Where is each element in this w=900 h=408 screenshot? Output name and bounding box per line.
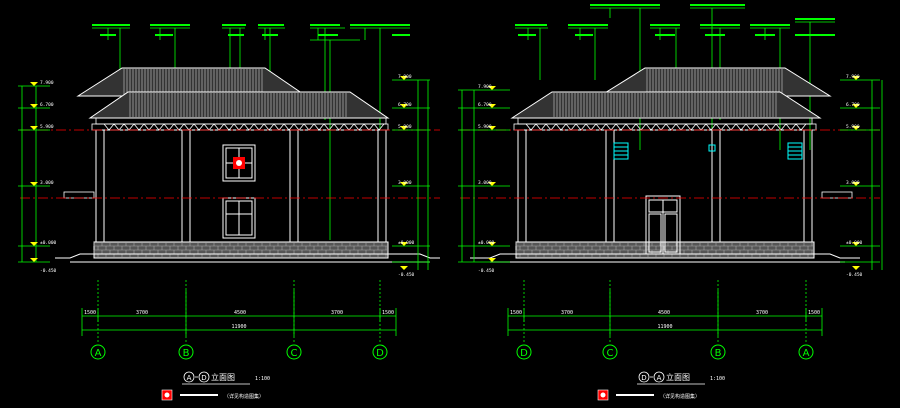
left-r-level-2: 6.700 <box>398 102 412 108</box>
left-r-level-4: 3.000 <box>398 180 412 186</box>
left-level-2: 6.700 <box>40 102 54 108</box>
right-title: D A 立面图 1:100 <box>637 371 725 385</box>
right-r-level-3: 5.900 <box>846 124 860 130</box>
right-lower-roof <box>510 91 822 119</box>
left-leaders <box>92 27 410 240</box>
left-brick-base <box>93 241 389 259</box>
left-level-6: -0.450 <box>40 268 57 274</box>
right-l-level-1: 7.900 <box>478 84 492 90</box>
right-axis-3: B <box>715 348 722 359</box>
left-window-lower <box>222 197 256 239</box>
left-title-axis-a: A <box>187 374 192 382</box>
right-l-level-6: -0.450 <box>478 268 495 274</box>
left-overall-dim: 11900 <box>231 324 246 330</box>
marker-icon <box>233 157 245 169</box>
left-title: A D 立面图 1:100 <box>182 371 270 385</box>
left-title-text: 立面图 <box>211 372 235 382</box>
left-note-marks <box>92 24 410 36</box>
left-axis-lines <box>20 129 440 199</box>
left-level-chain <box>18 79 430 270</box>
left-bay-dim-2: 4500 <box>234 310 246 316</box>
right-axis-4: A <box>803 348 810 359</box>
left-axis-2: B <box>183 348 190 359</box>
right-l-level-4: 3.000 <box>478 180 492 186</box>
left-r-level-6: -0.450 <box>398 272 415 278</box>
right-level-chain <box>458 79 883 270</box>
right-elevation <box>458 4 883 344</box>
left-lower-roof <box>88 91 390 119</box>
right-upper-roof <box>598 67 832 97</box>
left-axis-3: C <box>291 348 298 359</box>
right-bay-dim-2: 4500 <box>658 310 670 316</box>
right-l-level-2: 6.700 <box>478 102 492 108</box>
left-level-5: ±0.000 <box>40 240 57 246</box>
left-legend: （详见构造图集） <box>161 389 264 401</box>
left-elevation <box>18 24 440 344</box>
left-axis-1: A <box>95 348 102 359</box>
right-end-dim-1: 1500 <box>510 310 522 316</box>
left-r-level-3: 5.900 <box>398 124 412 130</box>
right-legend: （详见构造图集） <box>597 389 700 401</box>
left-upper-roof <box>76 67 308 97</box>
right-axis-2: C <box>607 348 614 359</box>
left-dimension-lines <box>81 280 397 344</box>
left-title-axis-b: D <box>201 374 206 382</box>
right-legend-note: （详见构造图集） <box>660 393 700 400</box>
right-level-marks <box>488 76 860 270</box>
right-bay-dim-1: 3700 <box>561 310 573 316</box>
right-scale: 1:100 <box>710 376 725 382</box>
left-window-upper <box>222 144 256 182</box>
left-walls <box>95 129 387 259</box>
left-legend-note: （详见构造图集） <box>224 393 264 400</box>
left-r-level-1: 7.900 <box>398 74 412 80</box>
right-bay-dim-3: 3700 <box>756 310 768 316</box>
right-axis-bubbles <box>516 344 814 360</box>
left-end-dim-1: 1500 <box>84 310 96 316</box>
right-note-marks <box>515 4 835 36</box>
left-bay-dim-1: 3700 <box>136 310 148 316</box>
left-level-1: 7.900 <box>40 80 54 86</box>
right-r-level-2: 6.700 <box>846 102 860 108</box>
left-level-marks <box>30 76 408 270</box>
right-dimension-lines <box>507 280 823 344</box>
left-axis-bubbles <box>90 344 388 360</box>
left-level-3: 5.900 <box>40 124 54 130</box>
right-r-level-1: 7.900 <box>846 74 860 80</box>
right-l-level-5: ±0.000 <box>478 240 495 246</box>
left-scale: 1:100 <box>255 376 270 382</box>
left-bay-dim-3: 3700 <box>331 310 343 316</box>
left-end-dim-2: 1500 <box>382 310 394 316</box>
left-axis-4: D <box>376 348 384 359</box>
right-axis-lines <box>460 129 880 199</box>
right-r-level-5: ±0.000 <box>846 240 863 246</box>
right-vents <box>613 142 803 160</box>
right-l-level-3: 5.900 <box>478 124 492 130</box>
right-title-axis-b: A <box>657 374 662 382</box>
left-level-4: 3.000 <box>40 180 54 186</box>
right-title-text: 立面图 <box>666 372 690 382</box>
left-r-level-5: ±0.000 <box>398 240 415 246</box>
right-r-level-6: -0.450 <box>846 272 863 278</box>
right-r-level-4: 3.000 <box>846 180 860 186</box>
right-axis-1: D <box>520 348 528 359</box>
right-title-axis-a: D <box>641 374 646 382</box>
right-overall-dim: 11900 <box>657 324 672 330</box>
right-end-dim-2: 1500 <box>808 310 820 316</box>
